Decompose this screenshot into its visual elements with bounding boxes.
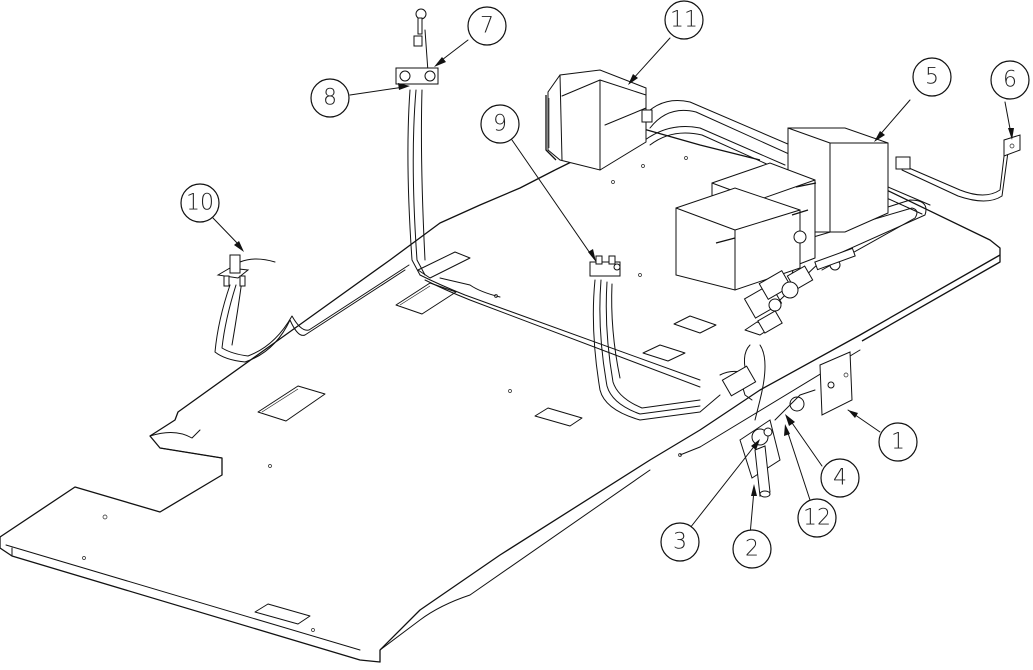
drain-fitting-6	[896, 135, 1020, 169]
callout-1: 1	[879, 423, 917, 461]
fresh-water-tank-5	[676, 128, 888, 290]
callout-6: 6	[991, 61, 1029, 99]
callout-6-label: 6	[1003, 68, 1017, 93]
sink-faucet-10	[218, 255, 275, 286]
callout-4-label: 4	[833, 466, 847, 491]
callout-4: 4	[821, 459, 859, 497]
callout-7: 7	[468, 7, 506, 45]
callout-8-label: 8	[323, 86, 337, 111]
callout-11-label: 11	[670, 8, 698, 33]
callout-3: 3	[661, 523, 699, 561]
callout-2-label: 2	[745, 537, 759, 562]
callout-11: 11	[665, 1, 703, 39]
electrical-box-11	[546, 70, 652, 170]
callout-2: 2	[733, 530, 771, 568]
callout-1-label: 1	[891, 430, 905, 455]
callout-12: 12	[798, 499, 836, 537]
callout-9-label: 9	[493, 112, 507, 137]
callout-8: 8	[311, 79, 349, 117]
callout-12-label: 12	[803, 506, 831, 531]
shower-valve-7-8	[396, 9, 438, 84]
callout-5: 5	[913, 58, 951, 96]
callout-9: 9	[481, 105, 519, 143]
callout-7-label: 7	[480, 14, 494, 39]
callout-10-label: 10	[186, 191, 214, 216]
floor-cutouts	[83, 157, 773, 632]
callout-5-label: 5	[925, 65, 939, 90]
callout-10: 10	[181, 184, 219, 222]
callout-3-label: 3	[673, 530, 687, 555]
